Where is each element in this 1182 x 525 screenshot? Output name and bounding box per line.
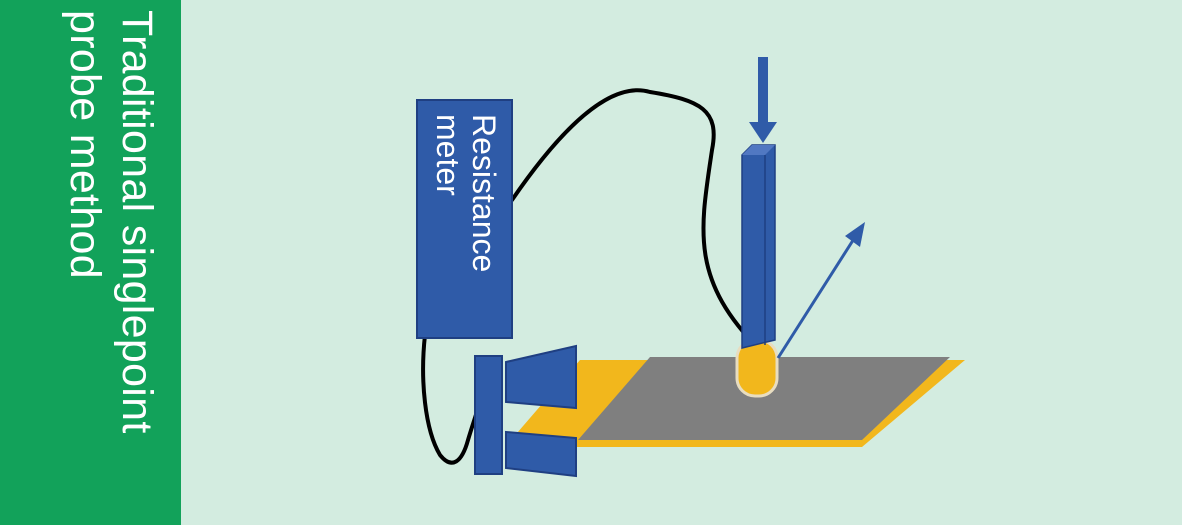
wire-bottom bbox=[421, 333, 482, 465]
resistance-meter bbox=[416, 99, 513, 339]
meter-label-line-2: meter bbox=[430, 114, 466, 196]
resistance-meter-label: Resistance meter bbox=[420, 104, 512, 340]
wire-top bbox=[510, 88, 762, 352]
sample-plate bbox=[578, 357, 950, 440]
clamp bbox=[474, 344, 577, 478]
probe-rod bbox=[741, 144, 776, 349]
force-arrow bbox=[749, 57, 777, 143]
diagonal-arrow bbox=[776, 222, 865, 359]
meter-label-line-1: Resistance bbox=[466, 114, 502, 273]
title-band bbox=[0, 0, 181, 525]
